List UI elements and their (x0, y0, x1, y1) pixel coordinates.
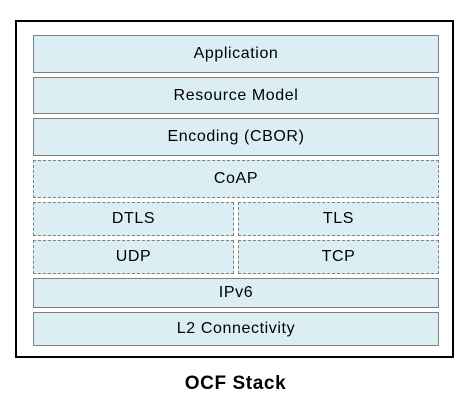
layer-dtls: DTLS (33, 202, 234, 236)
layer-application: Application (33, 35, 439, 73)
layer-encoding: Encoding (CBOR) (33, 118, 439, 156)
layer-l2-connectivity: L2 Connectivity (33, 312, 439, 346)
layer-tcp: TCP (238, 240, 439, 274)
layer-coap: CoAP (33, 160, 439, 198)
layer-resource-model: Resource Model (33, 77, 439, 114)
layer-tls: TLS (238, 202, 439, 236)
diagram-caption: OCF Stack (184, 373, 287, 394)
layer-ipv6: IPv6 (33, 278, 439, 308)
layer-udp: UDP (33, 240, 234, 274)
